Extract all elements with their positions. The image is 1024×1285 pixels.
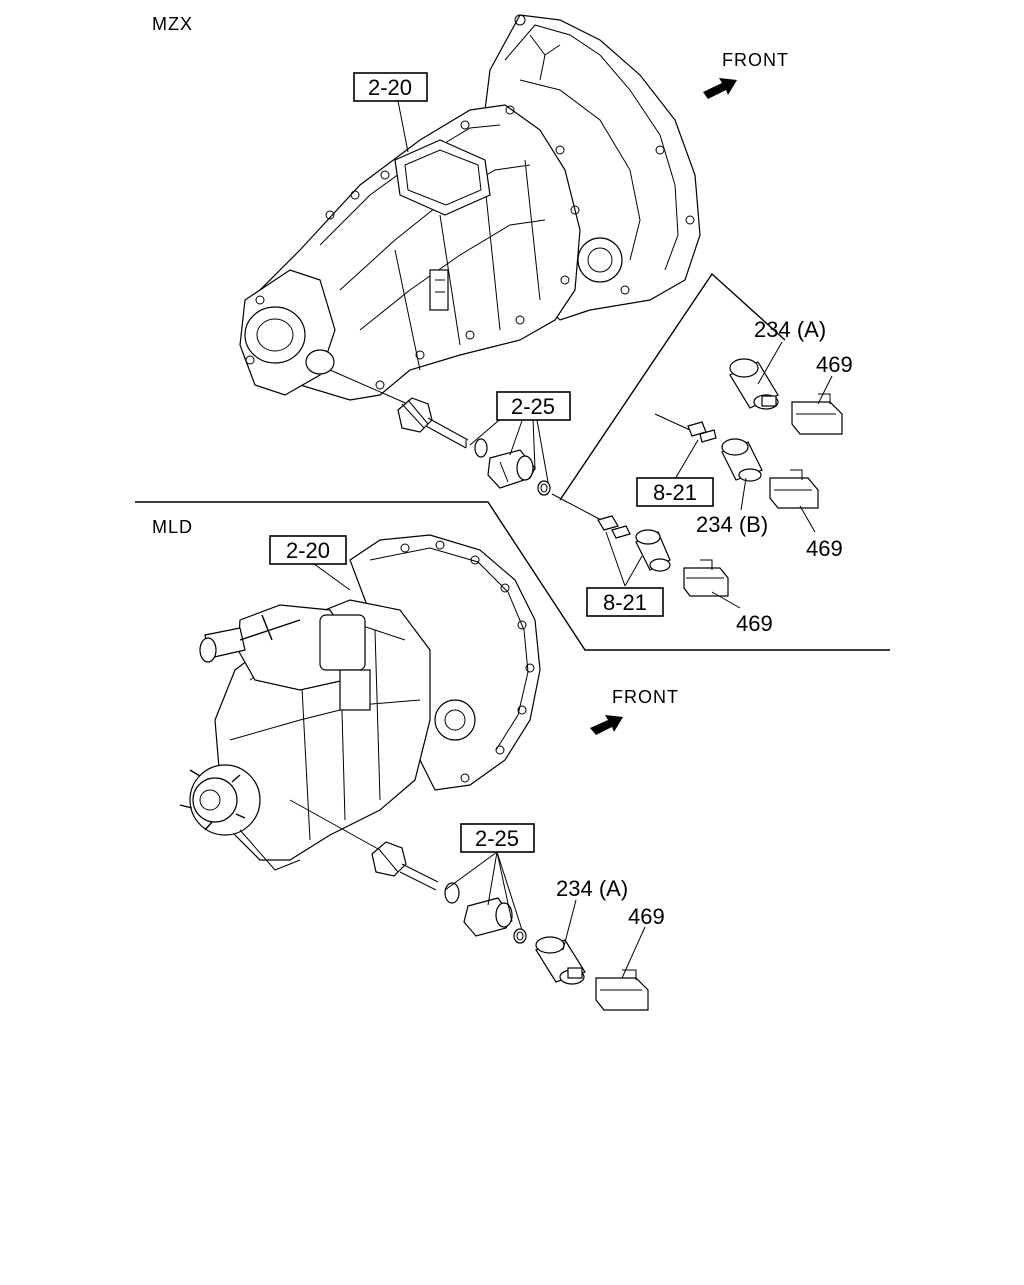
mzx-transmission-drawing (239, 14, 701, 401)
section-divider (135, 501, 890, 651)
mld-speed-sensor-parts (289, 799, 649, 1011)
callout-234a-lower[interactable]: 234 (A) (556, 876, 628, 901)
callout-469-upper-c[interactable]: 469 (736, 611, 773, 636)
callout-label: 2-20 (368, 75, 412, 100)
callout-469-lower[interactable]: 469 (628, 904, 665, 929)
callout-469-upper-a[interactable]: 469 (816, 352, 853, 377)
mld-transmission-drawing (179, 534, 541, 871)
front-arrow-icon (590, 715, 623, 735)
callout-label: 2-25 (511, 394, 555, 419)
callout-469-upper-b[interactable]: 469 (806, 536, 843, 561)
callout-234a-upper[interactable]: 234 (A) (754, 317, 826, 342)
callout-8-21-upper-b[interactable]: 8-21 (636, 477, 714, 507)
callout-label: 2-25 (475, 826, 519, 851)
section-title-mzx: MZX (152, 14, 193, 34)
front-arrow-icon (703, 78, 737, 99)
callout-234b-upper[interactable]: 234 (B) (696, 512, 768, 537)
callout-2-20-upper[interactable]: 2-20 (353, 72, 428, 102)
front-label: FRONT (722, 50, 789, 70)
callout-label: 8-21 (603, 590, 647, 615)
section-title-mld: MLD (152, 517, 193, 537)
mld-leader-lines (309, 560, 646, 979)
callout-2-20-lower[interactable]: 2-20 (269, 535, 347, 565)
callout-label: 8-21 (653, 480, 697, 505)
callout-2-25-lower[interactable]: 2-25 (460, 823, 535, 853)
mzx-speed-sensor-parts (329, 272, 843, 597)
callout-label: 2-20 (286, 538, 330, 563)
front-label: FRONT (612, 687, 679, 707)
callout-2-25-upper[interactable]: 2-25 (496, 391, 571, 421)
front-indicator-upper: FRONT (703, 50, 789, 99)
front-indicator-lower: FRONT (590, 687, 679, 735)
callout-8-21-upper-c[interactable]: 8-21 (586, 587, 664, 617)
